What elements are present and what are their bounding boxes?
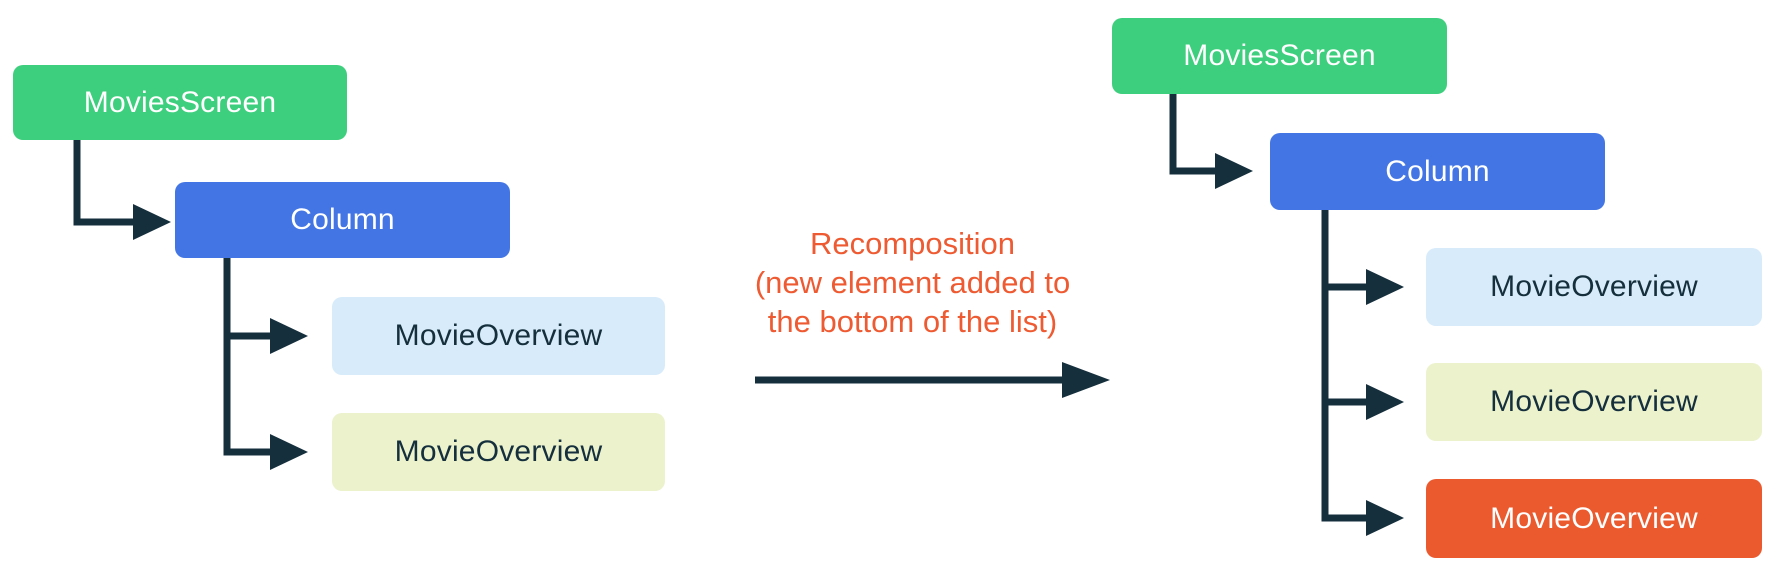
right-moviesscreen-node: MoviesScreen	[1112, 18, 1447, 94]
right-movieoverview-1-label: MovieOverview	[1490, 270, 1698, 303]
left-branch2-arrowhead-icon	[270, 434, 308, 470]
left-movieoverview-2-label: MovieOverview	[394, 435, 603, 468]
right-moviesscreen-label: MoviesScreen	[1183, 39, 1376, 72]
right-movieoverview-3-new-label: MovieOverview	[1490, 501, 1698, 535]
left-column-label: Column	[290, 203, 395, 236]
recomposition-caption-line1: Recomposition	[809, 226, 1016, 261]
right-branch3-arrowhead-icon	[1366, 500, 1404, 536]
left-branch1-arrowhead-icon	[270, 318, 308, 354]
right-column-node: Column	[1270, 133, 1605, 210]
left-moviesscreen-node: MoviesScreen	[13, 65, 347, 140]
left-root-to-column-arrowhead-icon	[133, 204, 171, 240]
recomposition-caption-line3: the bottom of the list)	[767, 304, 1058, 339]
right-column-label: Column	[1385, 154, 1490, 188]
recomposition-arrowhead-icon	[1062, 362, 1110, 398]
right-root-to-column-arrowhead-icon	[1215, 153, 1253, 189]
right-movieoverview-2-node: MovieOverview	[1426, 363, 1762, 441]
left-column-children-connector	[223, 256, 270, 456]
right-branch1-arrowhead-icon	[1366, 269, 1404, 305]
right-column-children-connector	[1321, 208, 1366, 522]
left-movieoverview-2-node: MovieOverview	[332, 413, 665, 491]
right-movieoverview-2-label: MovieOverview	[1490, 385, 1698, 418]
right-root-to-column-connector	[1169, 92, 1215, 175]
left-root-to-column-connector	[73, 138, 133, 226]
left-column-node: Column	[175, 182, 510, 258]
recomposition-caption-line2: (new element added to	[754, 265, 1071, 300]
right-movieoverview-1-node: MovieOverview	[1426, 248, 1762, 326]
recomposition-caption: Recomposition (new element added to the …	[660, 224, 1165, 341]
left-movieoverview-1-label: MovieOverview	[394, 319, 603, 352]
right-movieoverview-3-new-node: MovieOverview	[1426, 479, 1762, 558]
right-branch2-arrowhead-icon	[1366, 384, 1404, 420]
left-moviesscreen-label: MoviesScreen	[83, 85, 277, 119]
left-movieoverview-1-node: MovieOverview	[332, 297, 665, 375]
